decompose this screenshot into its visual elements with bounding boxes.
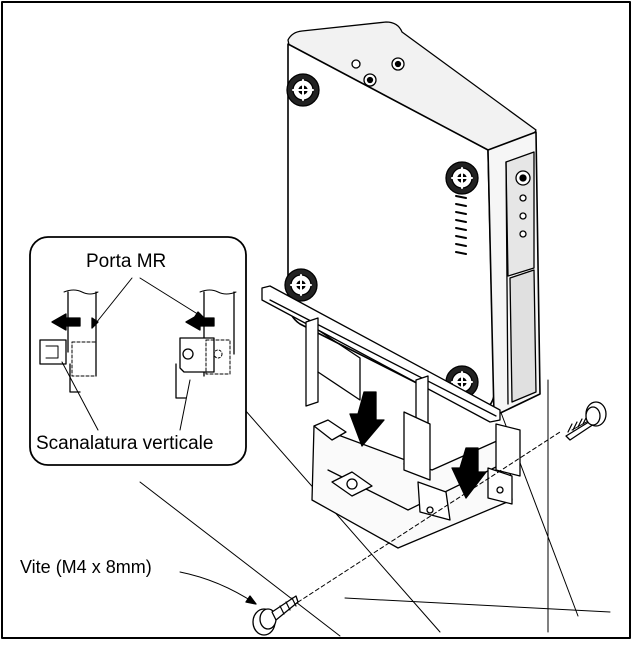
vertical-slot-label: Scanalatura verticale <box>36 433 214 454</box>
screw-right <box>565 401 607 441</box>
foot-top-right <box>445 161 479 195</box>
screw-label: Vite (M4 x 8mm) <box>18 557 154 577</box>
foot-top-left <box>286 73 320 107</box>
down-arrows <box>349 391 487 499</box>
screw-leader <box>179 571 257 605</box>
detail-inset <box>29 236 247 466</box>
mr-port-device <box>287 21 541 417</box>
port-label: Porta MR <box>86 251 167 272</box>
screw-left <box>252 595 299 636</box>
foot-bottom-left <box>284 268 318 302</box>
mounting-bracket <box>261 285 521 549</box>
screw-axis-line <box>291 431 561 607</box>
